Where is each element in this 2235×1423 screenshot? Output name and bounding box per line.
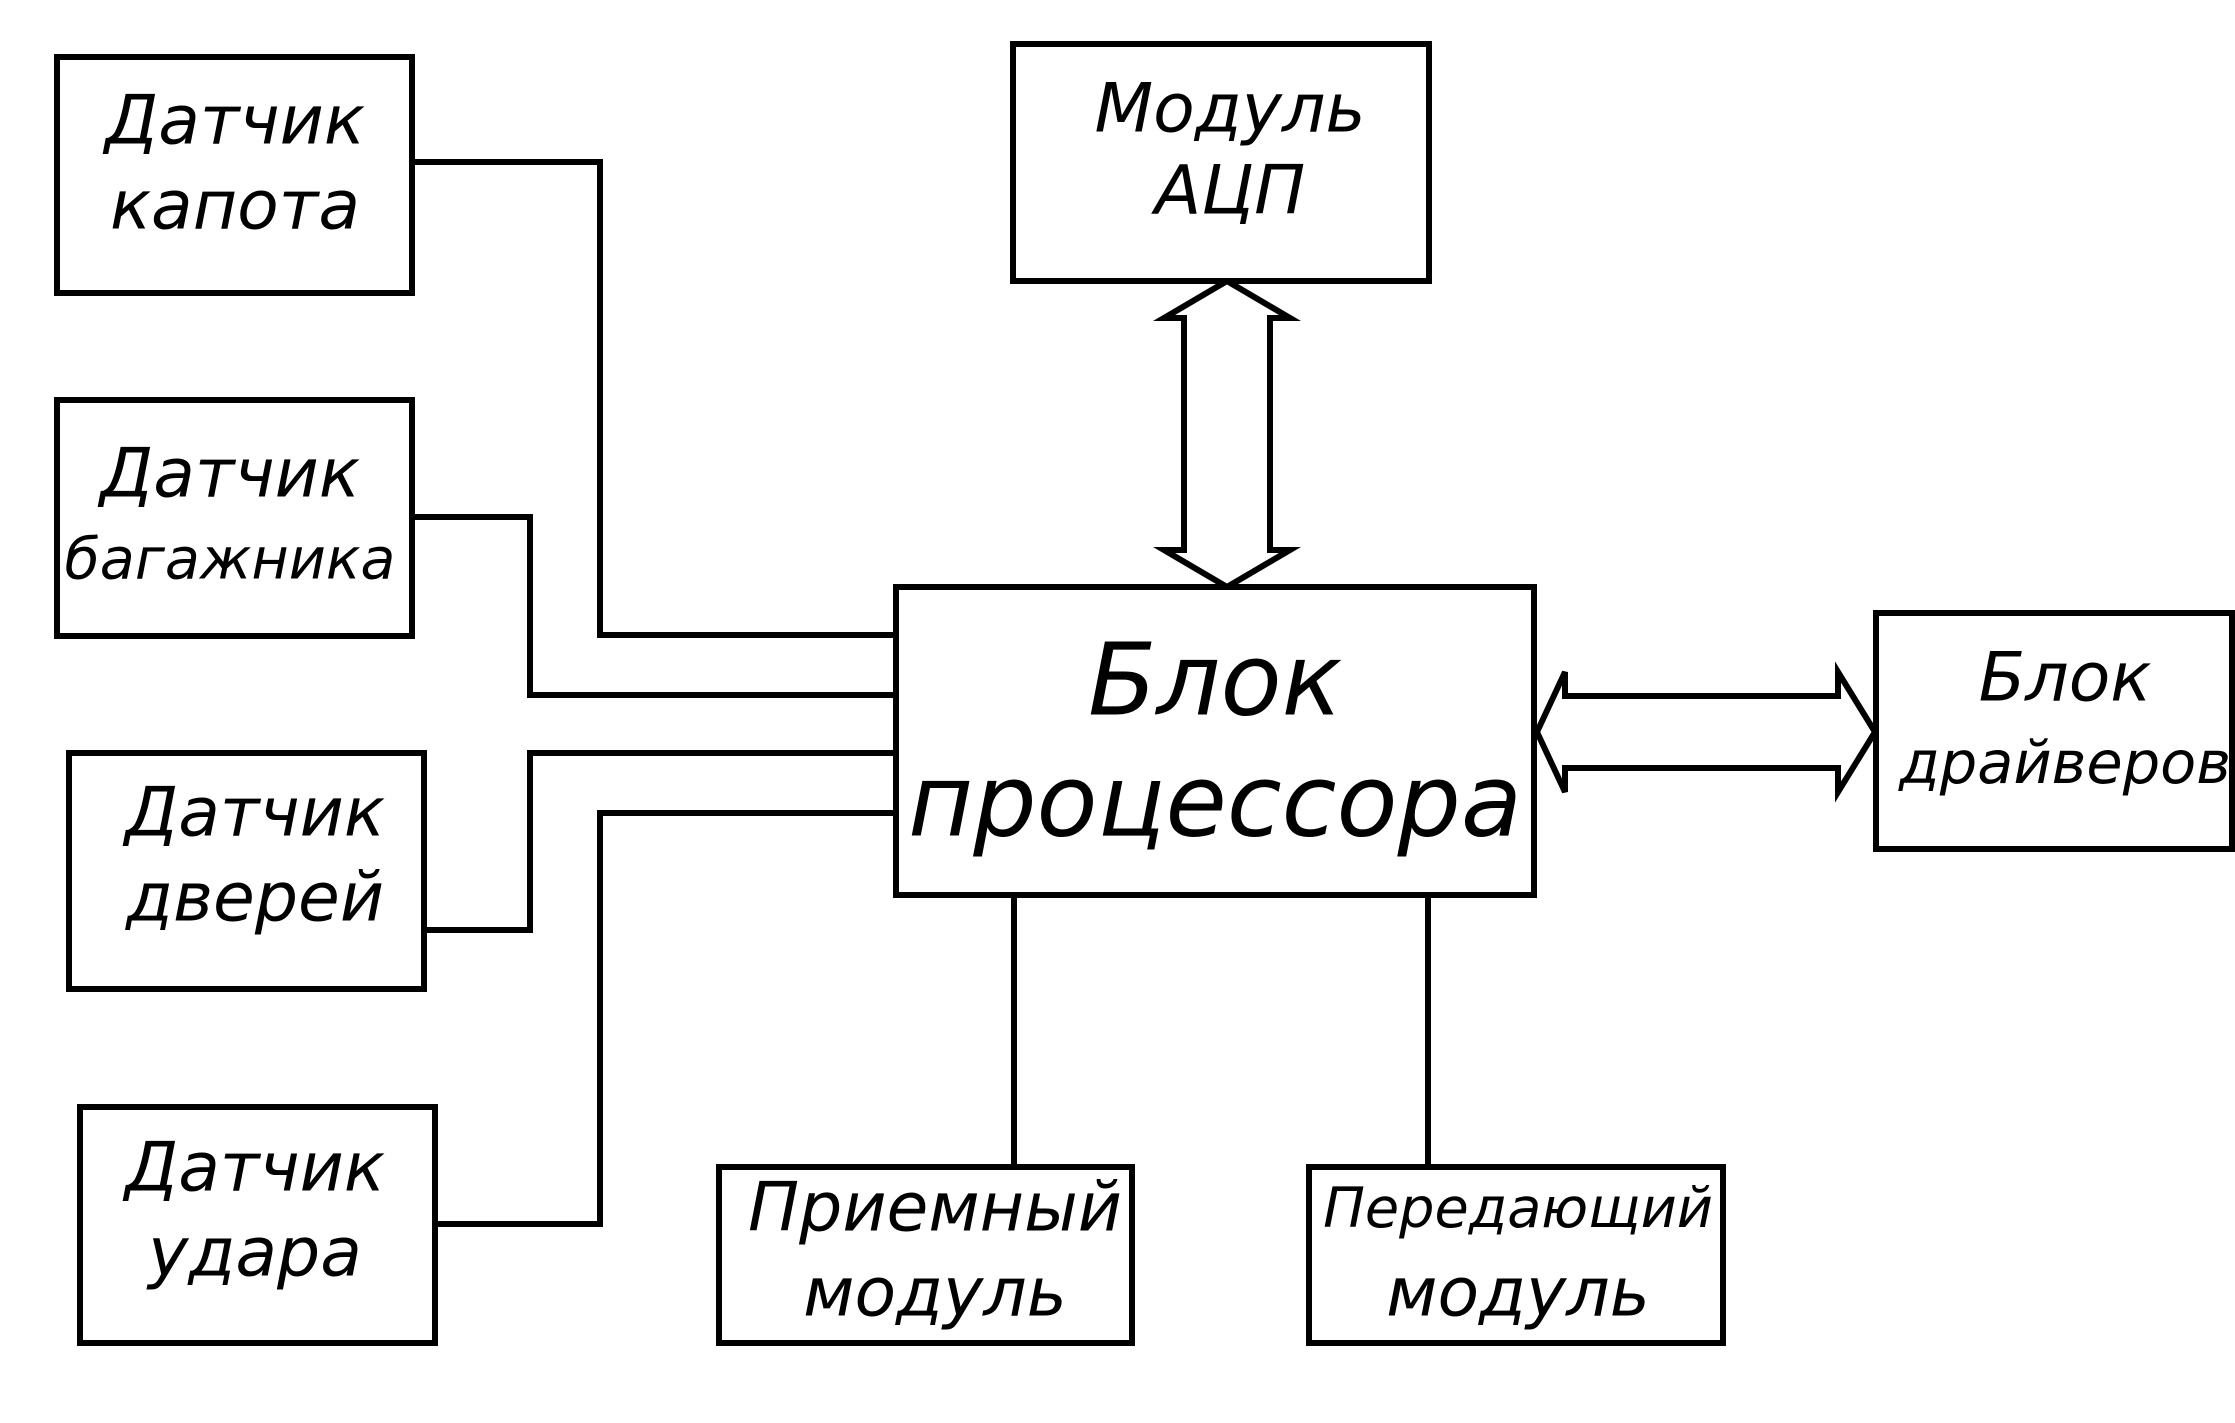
- hood-sensor-label-line1: Датчик: [102, 82, 365, 161]
- trunk-sensor-label-line1: Датчик: [97, 435, 360, 514]
- receiver-label-line1: Приемный: [748, 1169, 1122, 1248]
- processor-label-line1: Блок: [1088, 621, 1342, 738]
- block-adc-module: Модуль АЦП: [1010, 41, 1432, 284]
- wire-hood-to-processor: [415, 159, 894, 638]
- block-receiver: Приемный модуль: [716, 1164, 1135, 1346]
- double-arrow-processor-drivers: [1533, 661, 1879, 803]
- hood-sensor-label-line2: капота: [110, 167, 360, 246]
- transmitter-label-line2: модуль: [1386, 1254, 1650, 1333]
- wire-trunk-to-processor: [415, 514, 894, 698]
- processor-label-line2: процессора: [908, 742, 1522, 859]
- adc-module-label-line1: Модуль: [1094, 70, 1365, 149]
- receiver-label-line2: модуль: [803, 1254, 1067, 1333]
- block-hood-sensor: Датчик капота: [54, 54, 415, 296]
- transmitter-label-line1: Передающий: [1323, 1176, 1713, 1241]
- shock-sensor-label-line1: Датчик: [122, 1129, 385, 1208]
- block-processor: Блок процессора: [893, 584, 1537, 898]
- drivers-label-line2: драйверов: [1898, 728, 2231, 797]
- block-drivers: Блок драйверов: [1873, 610, 2235, 852]
- double-arrow-adc-processor: [1152, 277, 1302, 591]
- adc-module-label-line2: АЦП: [1151, 152, 1305, 231]
- block-transmitter: Передающий модуль: [1306, 1164, 1726, 1346]
- trunk-sensor-label-line2: багажника: [65, 527, 396, 593]
- shock-sensor-label-line2: удара: [146, 1214, 362, 1293]
- drivers-label-line1: Блок: [1979, 639, 2152, 718]
- door-sensor-label-line1: Датчик: [122, 774, 385, 853]
- door-sensor-label-line2: дверей: [125, 859, 384, 938]
- block-trunk-sensor: Датчик багажника: [54, 397, 415, 639]
- wire-doors-to-processor: [426, 750, 894, 933]
- block-shock-sensor: Датчик удара: [77, 1104, 438, 1346]
- block-door-sensor: Датчик дверей: [66, 750, 427, 992]
- wire-shock-to-processor: [437, 810, 894, 1227]
